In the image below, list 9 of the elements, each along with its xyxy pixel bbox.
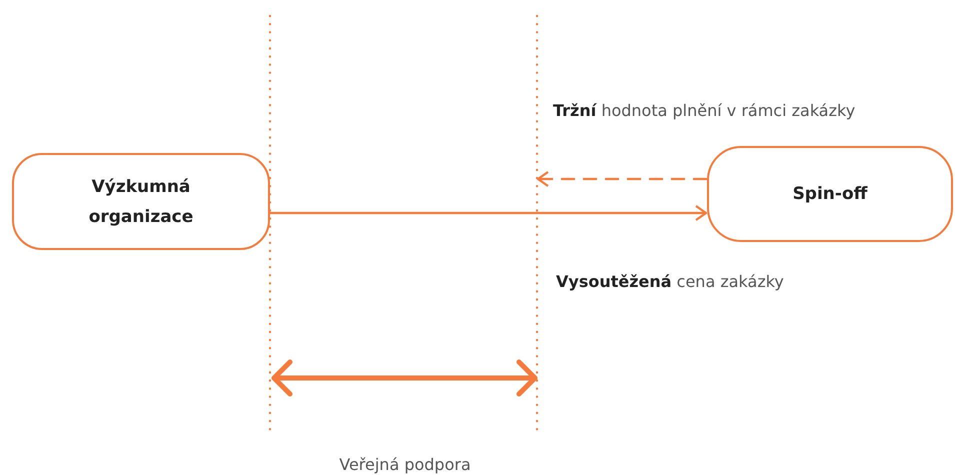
text-label: Veřejná podpora <box>339 455 471 474</box>
node-label: Výzkumná organizace <box>88 176 194 228</box>
rounded-box <box>707 146 953 242</box>
text-label: Tržní hodnota plnění v rámci zakázky <box>553 101 856 120</box>
node-label: Spin-off <box>792 183 868 206</box>
arrow <box>536 170 707 188</box>
rounded-box <box>12 153 270 250</box>
text-label: Vysoutěžená cena zakázky <box>556 272 784 291</box>
arrow <box>270 204 708 222</box>
